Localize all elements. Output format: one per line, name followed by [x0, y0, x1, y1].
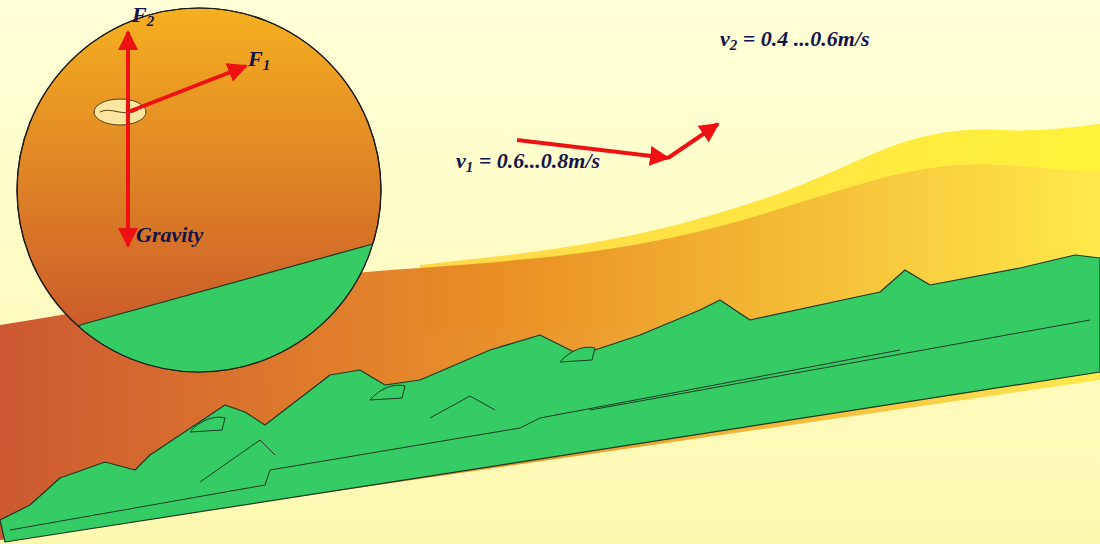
force-arrow [126, 32, 130, 112]
force-label: Gravity [136, 224, 203, 246]
gravity-arrow [126, 112, 130, 246]
grain [94, 99, 146, 125]
velocity-label: v1 = 0.6...0.8m/s [456, 150, 600, 172]
magnified-bed [60, 242, 400, 400]
force-label: F1 [248, 48, 270, 70]
force-label: F2 [132, 4, 154, 26]
force-arrow [128, 66, 246, 112]
velocity-label: v2 = 0.4 ...0.6m/s [720, 28, 870, 50]
velocity-arrow [668, 124, 718, 158]
